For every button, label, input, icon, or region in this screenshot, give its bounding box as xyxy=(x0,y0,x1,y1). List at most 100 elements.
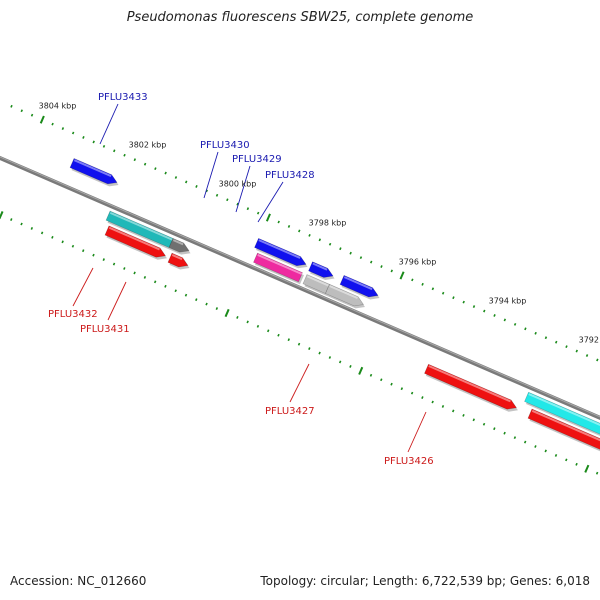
tick-mark xyxy=(174,176,178,179)
tick-mark xyxy=(20,222,23,226)
tick-mark xyxy=(308,233,311,237)
gene-highlight xyxy=(531,409,600,442)
tick-mark xyxy=(236,202,239,206)
gene-g_l xyxy=(308,261,335,280)
tick-mark xyxy=(143,275,147,279)
gene-body xyxy=(339,274,379,298)
gene-highlight xyxy=(171,254,183,261)
tick-mark xyxy=(71,131,75,135)
gene-body xyxy=(254,237,307,267)
topology-text: Topology: circular; Length: 6,722,539 bp… xyxy=(260,574,590,588)
tick-mark xyxy=(61,127,65,130)
gene-body xyxy=(104,225,166,258)
gene-g_n xyxy=(424,363,518,412)
tick-mark xyxy=(400,387,404,391)
gene-g_j xyxy=(302,274,331,296)
tick-mark xyxy=(503,318,507,322)
gene-label-pflu3428[interactable]: PFLU3428 xyxy=(265,170,315,181)
tick-mark xyxy=(441,291,445,295)
tick-mark xyxy=(462,413,465,417)
tick-mark xyxy=(524,327,527,331)
kbp-label: 3804 kbp xyxy=(39,102,77,111)
tick-track-top xyxy=(10,104,599,362)
tick-mark xyxy=(534,331,537,335)
tick-mark xyxy=(431,400,434,404)
tick-mark xyxy=(523,440,527,444)
tick-mark xyxy=(493,427,496,431)
tick-mark xyxy=(544,449,547,453)
kbp-label: 3802 kbp xyxy=(129,141,167,150)
gene-g_p xyxy=(524,391,600,436)
gene-features xyxy=(69,158,600,452)
tick-mark xyxy=(328,356,332,359)
tick-mark xyxy=(493,314,496,317)
tick-mark xyxy=(164,284,167,288)
tick-mark xyxy=(472,305,476,308)
tick-mark xyxy=(0,211,4,220)
gene-label-pflu3432[interactable]: PFLU3432 xyxy=(48,309,98,320)
gene-highlight xyxy=(258,239,301,259)
tick-mark xyxy=(399,271,405,280)
tick-mark xyxy=(112,262,116,266)
kbp-label: 3798 kbp xyxy=(309,219,347,228)
gene-label-pflu3429[interactable]: PFLU3429 xyxy=(232,154,282,165)
tick-mark xyxy=(224,308,230,318)
leader-line xyxy=(107,281,127,321)
tick-mark xyxy=(575,462,578,466)
tick-mark xyxy=(61,240,64,244)
tick-mark xyxy=(102,144,106,148)
tick-mark xyxy=(153,280,157,284)
tick-mark xyxy=(174,289,177,293)
tick-mark xyxy=(554,453,558,457)
gene-label-pflu3431[interactable]: PFLU3431 xyxy=(80,324,130,335)
tick-mark xyxy=(30,113,34,117)
accession-text: Accession: NC_012660 xyxy=(10,574,147,588)
tick-mark xyxy=(339,247,342,251)
tick-mark xyxy=(513,322,517,326)
tick-mark xyxy=(265,213,271,222)
gene-highlight xyxy=(428,365,511,403)
tick-mark xyxy=(277,220,280,224)
tick-mark xyxy=(338,360,342,364)
tick-mark xyxy=(462,300,465,304)
gene-highlight xyxy=(108,226,160,251)
gene-body xyxy=(325,283,364,307)
tick-mark xyxy=(195,298,198,302)
gene-labels: PFLU3433PFLU3430PFLU3429PFLU3428PFLU3432… xyxy=(48,92,434,467)
tick-mark xyxy=(195,184,198,188)
tick-mark xyxy=(30,227,34,230)
gene-g_f xyxy=(105,210,175,251)
tick-mark xyxy=(544,336,548,340)
tick-mark xyxy=(267,329,270,333)
gene-label-pflu3433[interactable]: PFLU3433 xyxy=(98,92,148,103)
gene-label-pflu3427[interactable]: PFLU3427 xyxy=(265,406,315,417)
gene-g_e xyxy=(167,252,190,270)
tick-mark xyxy=(287,338,290,342)
kbp-label: 3794 kbp xyxy=(489,296,527,305)
gene-highlight xyxy=(306,275,330,287)
tick-mark xyxy=(51,235,54,239)
gene-label-pflu3426[interactable]: PFLU3426 xyxy=(384,456,434,467)
gene-body xyxy=(168,237,190,253)
tick-mark xyxy=(318,351,321,355)
backbone-line xyxy=(0,155,600,420)
tick-mark xyxy=(10,218,13,221)
tick-mark xyxy=(503,431,506,435)
tick-mark xyxy=(482,422,486,426)
tick-mark xyxy=(298,229,301,233)
tick-mark xyxy=(82,249,85,253)
leader-line xyxy=(99,103,119,145)
tick-mark xyxy=(328,242,332,246)
tick-mark xyxy=(596,358,599,362)
tick-mark xyxy=(154,167,157,171)
tick-mark xyxy=(595,471,599,475)
tick-mark xyxy=(113,149,116,153)
gene-body xyxy=(69,158,118,185)
tick-mark xyxy=(51,122,54,126)
leader-line xyxy=(203,151,219,199)
gene-label-pflu3430[interactable]: PFLU3430 xyxy=(200,140,250,151)
tick-mark xyxy=(226,198,229,202)
leader-line xyxy=(257,181,284,223)
